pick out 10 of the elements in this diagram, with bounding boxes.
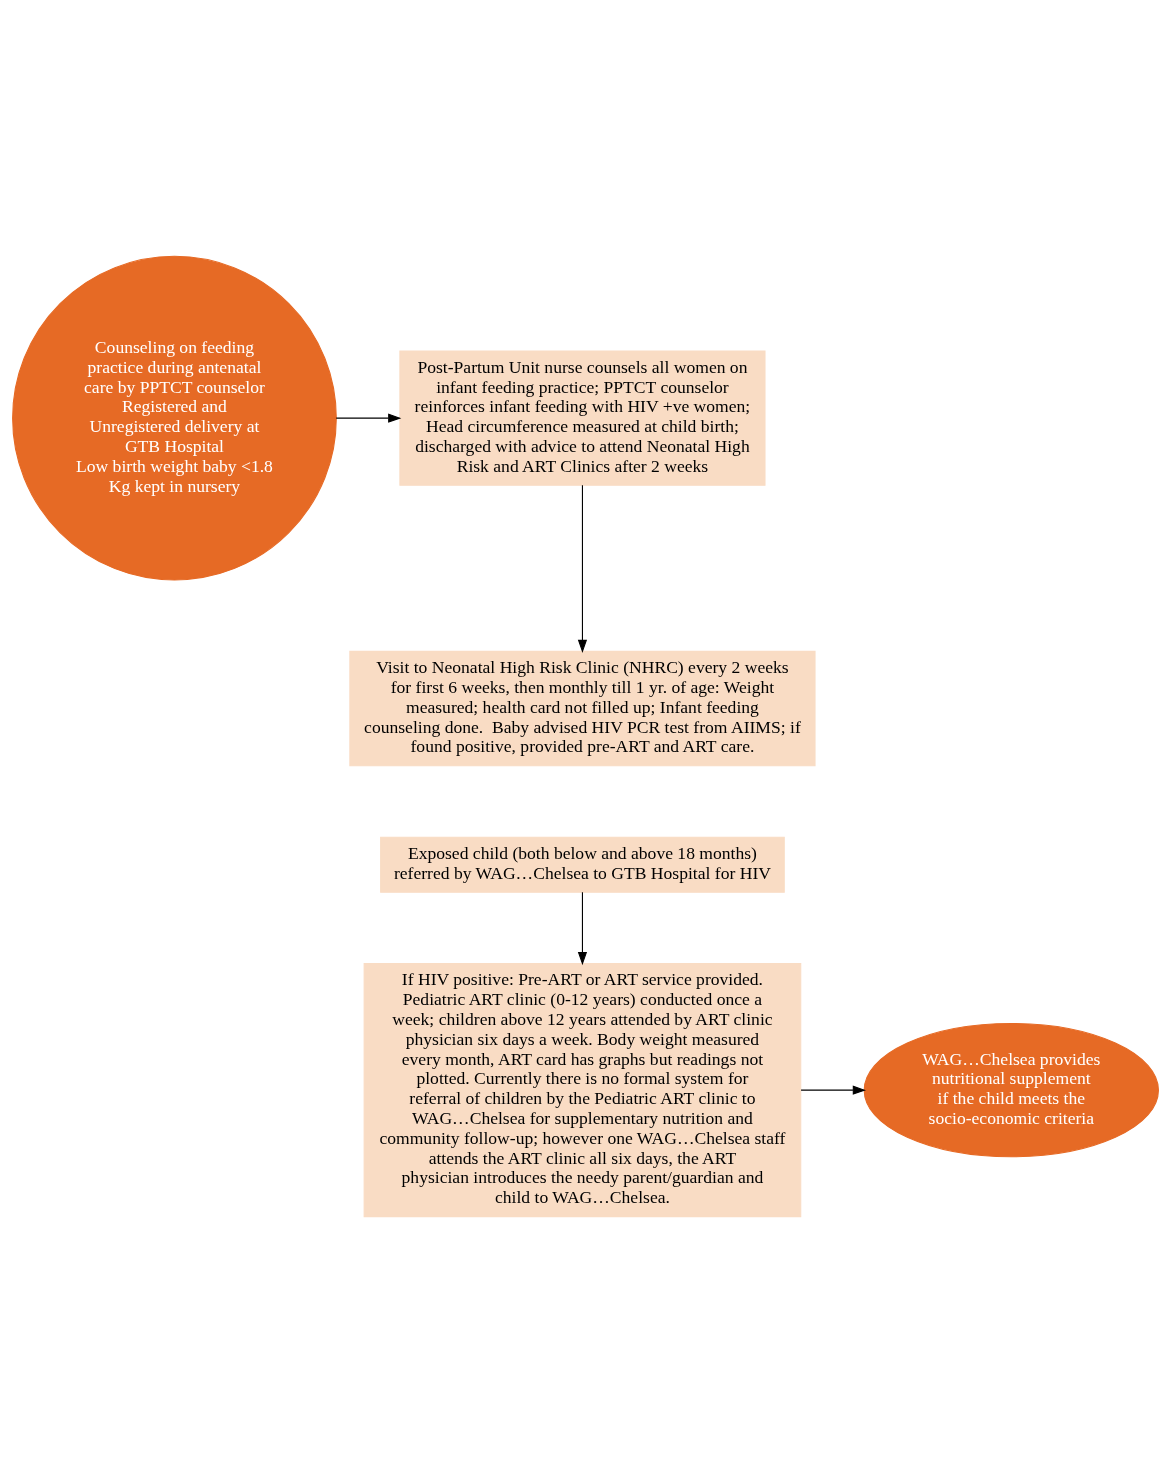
node-box: If HIV positive: Pre-ART or ART service provided. Pediatric ART clinic (0-12 years) conducted once a week; children above 12 years attended by ART clinic physician six days a week. Body weight measured every month, ART card has graphs but readings not plotted. Currently there is no formal system for referral of children by the Pediatric ART clinic to WAG…Chelsea for supplementary nutrition and community follow-up; however one WAG…Chelsea staff attends the ART clinic all six days, the ART physician introduces the needy parent/guardian and child to WAG…Chelsea. — [363, 963, 802, 1218]
node-ellipse: WAG…Chelsea provides nutritional supplement if the child meets the socio-economic criteria — [863, 1022, 1159, 1158]
arrow — [800, 1085, 866, 1095]
arrow — [577, 484, 588, 653]
node-circle: Counseling on feeding practice during antenatal care by PPTCT counselor Registered and Unregistered delivery at GTB Hospital Low birth weight baby <1.8 Kg kept in nursery — [12, 255, 337, 581]
arrow — [577, 891, 588, 966]
node-box: Exposed child (both below and above 18 months) referred by WAG…Chelsea to GTB Hospital for HIV — [380, 836, 785, 893]
arrow — [335, 413, 402, 423]
node-box: Post-Partum Unit nurse counsels all women on infant feeding practice; PPTCT counselor reinforces infant feeding with HIV +ve women; Head circumference measured at child birth; discharged with advice to attend Neonatal High Risk and ART Clinics after 2 weeks — [399, 350, 766, 486]
node-box: Visit to Neonatal High Risk Clinic (NHRC) every 2 weeks for first 6 weeks, then monthly till 1 yr. of age: Weight measured; health card not filled up; Infant feeding counseling done. Baby advised HIV PCR test from AIIMS; if found positive, provided pre-ART and ART care. — [349, 650, 816, 767]
